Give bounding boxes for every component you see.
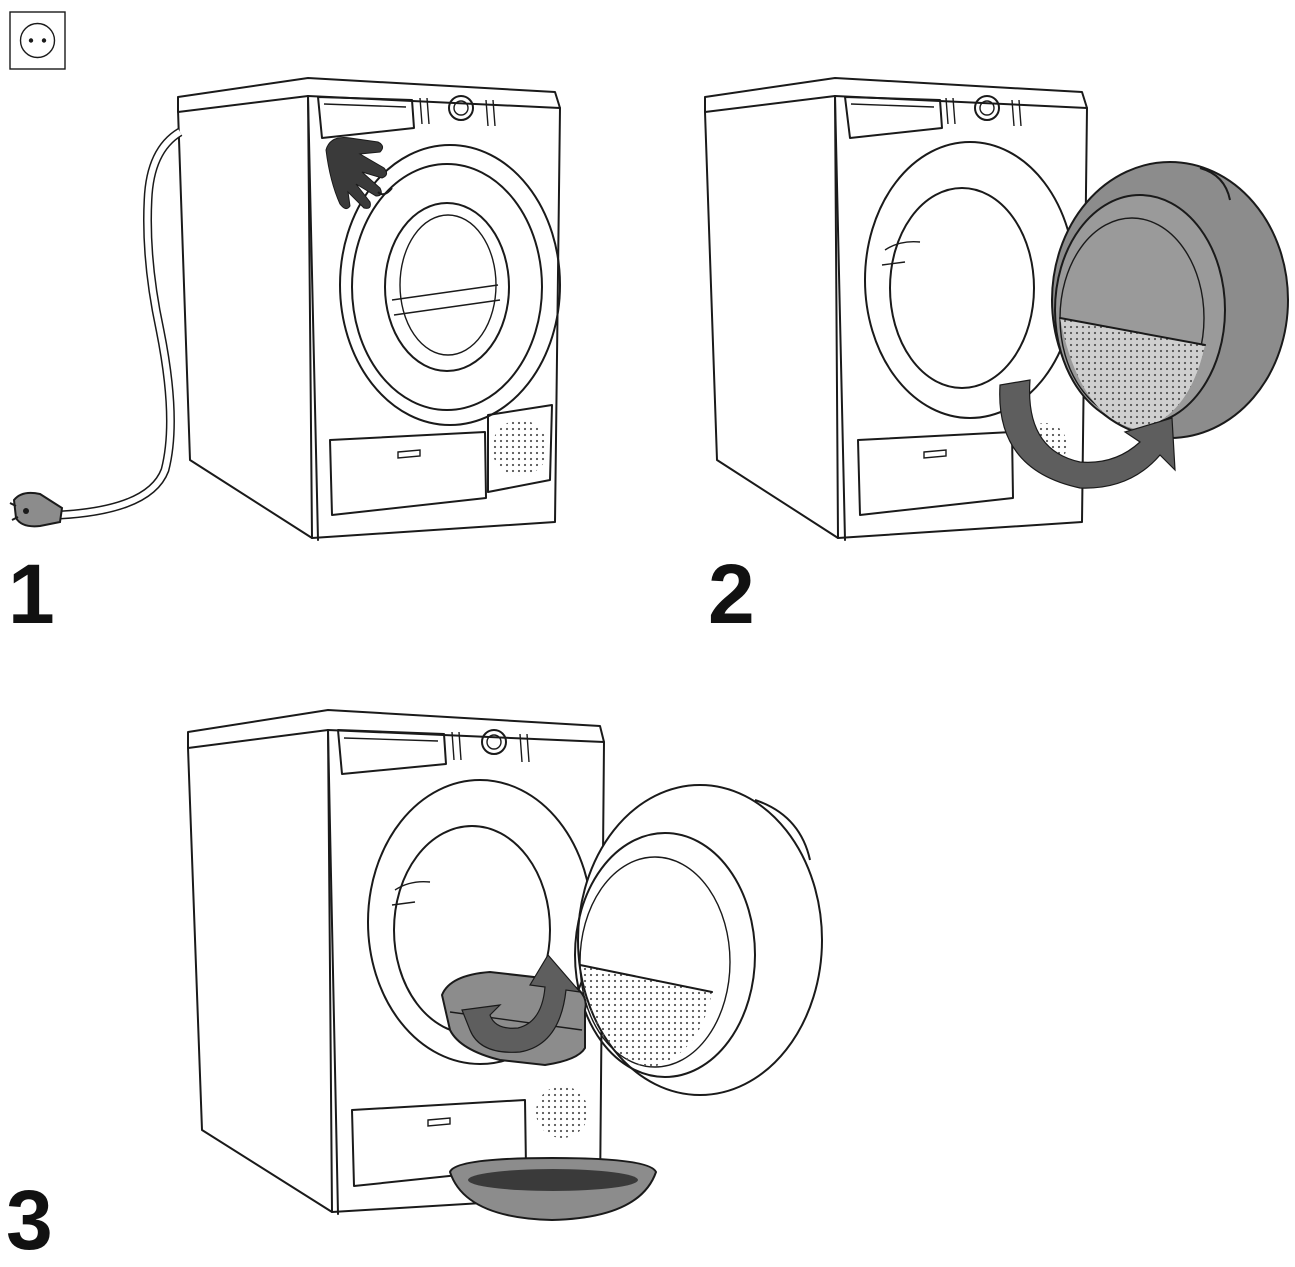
power-plug-icon — [9, 491, 64, 528]
drum-opening — [864, 141, 1076, 419]
step-number-1: 1 — [8, 547, 55, 641]
vent-grille — [492, 420, 548, 476]
curved-arrow-icon — [461, 953, 582, 1053]
curved-arrow-icon — [999, 379, 1176, 489]
step-number-3: 3 — [6, 1173, 53, 1267]
step-2-illustration — [704, 77, 1289, 541]
power-socket-icon — [9, 11, 66, 70]
water-tray — [448, 1156, 658, 1222]
open-door — [574, 784, 823, 1096]
hand-icon — [325, 137, 393, 210]
dryer-body — [187, 709, 605, 1215]
dryer-body — [177, 77, 561, 541]
dryer-body — [704, 77, 1088, 541]
dryer-door — [339, 144, 561, 426]
step-number-2: 2 — [708, 547, 755, 641]
step-3-illustration — [187, 709, 823, 1222]
power-cord — [59, 128, 183, 520]
vent-grille — [536, 1086, 588, 1138]
open-door — [1051, 161, 1289, 439]
step-1-illustration — [9, 77, 561, 541]
